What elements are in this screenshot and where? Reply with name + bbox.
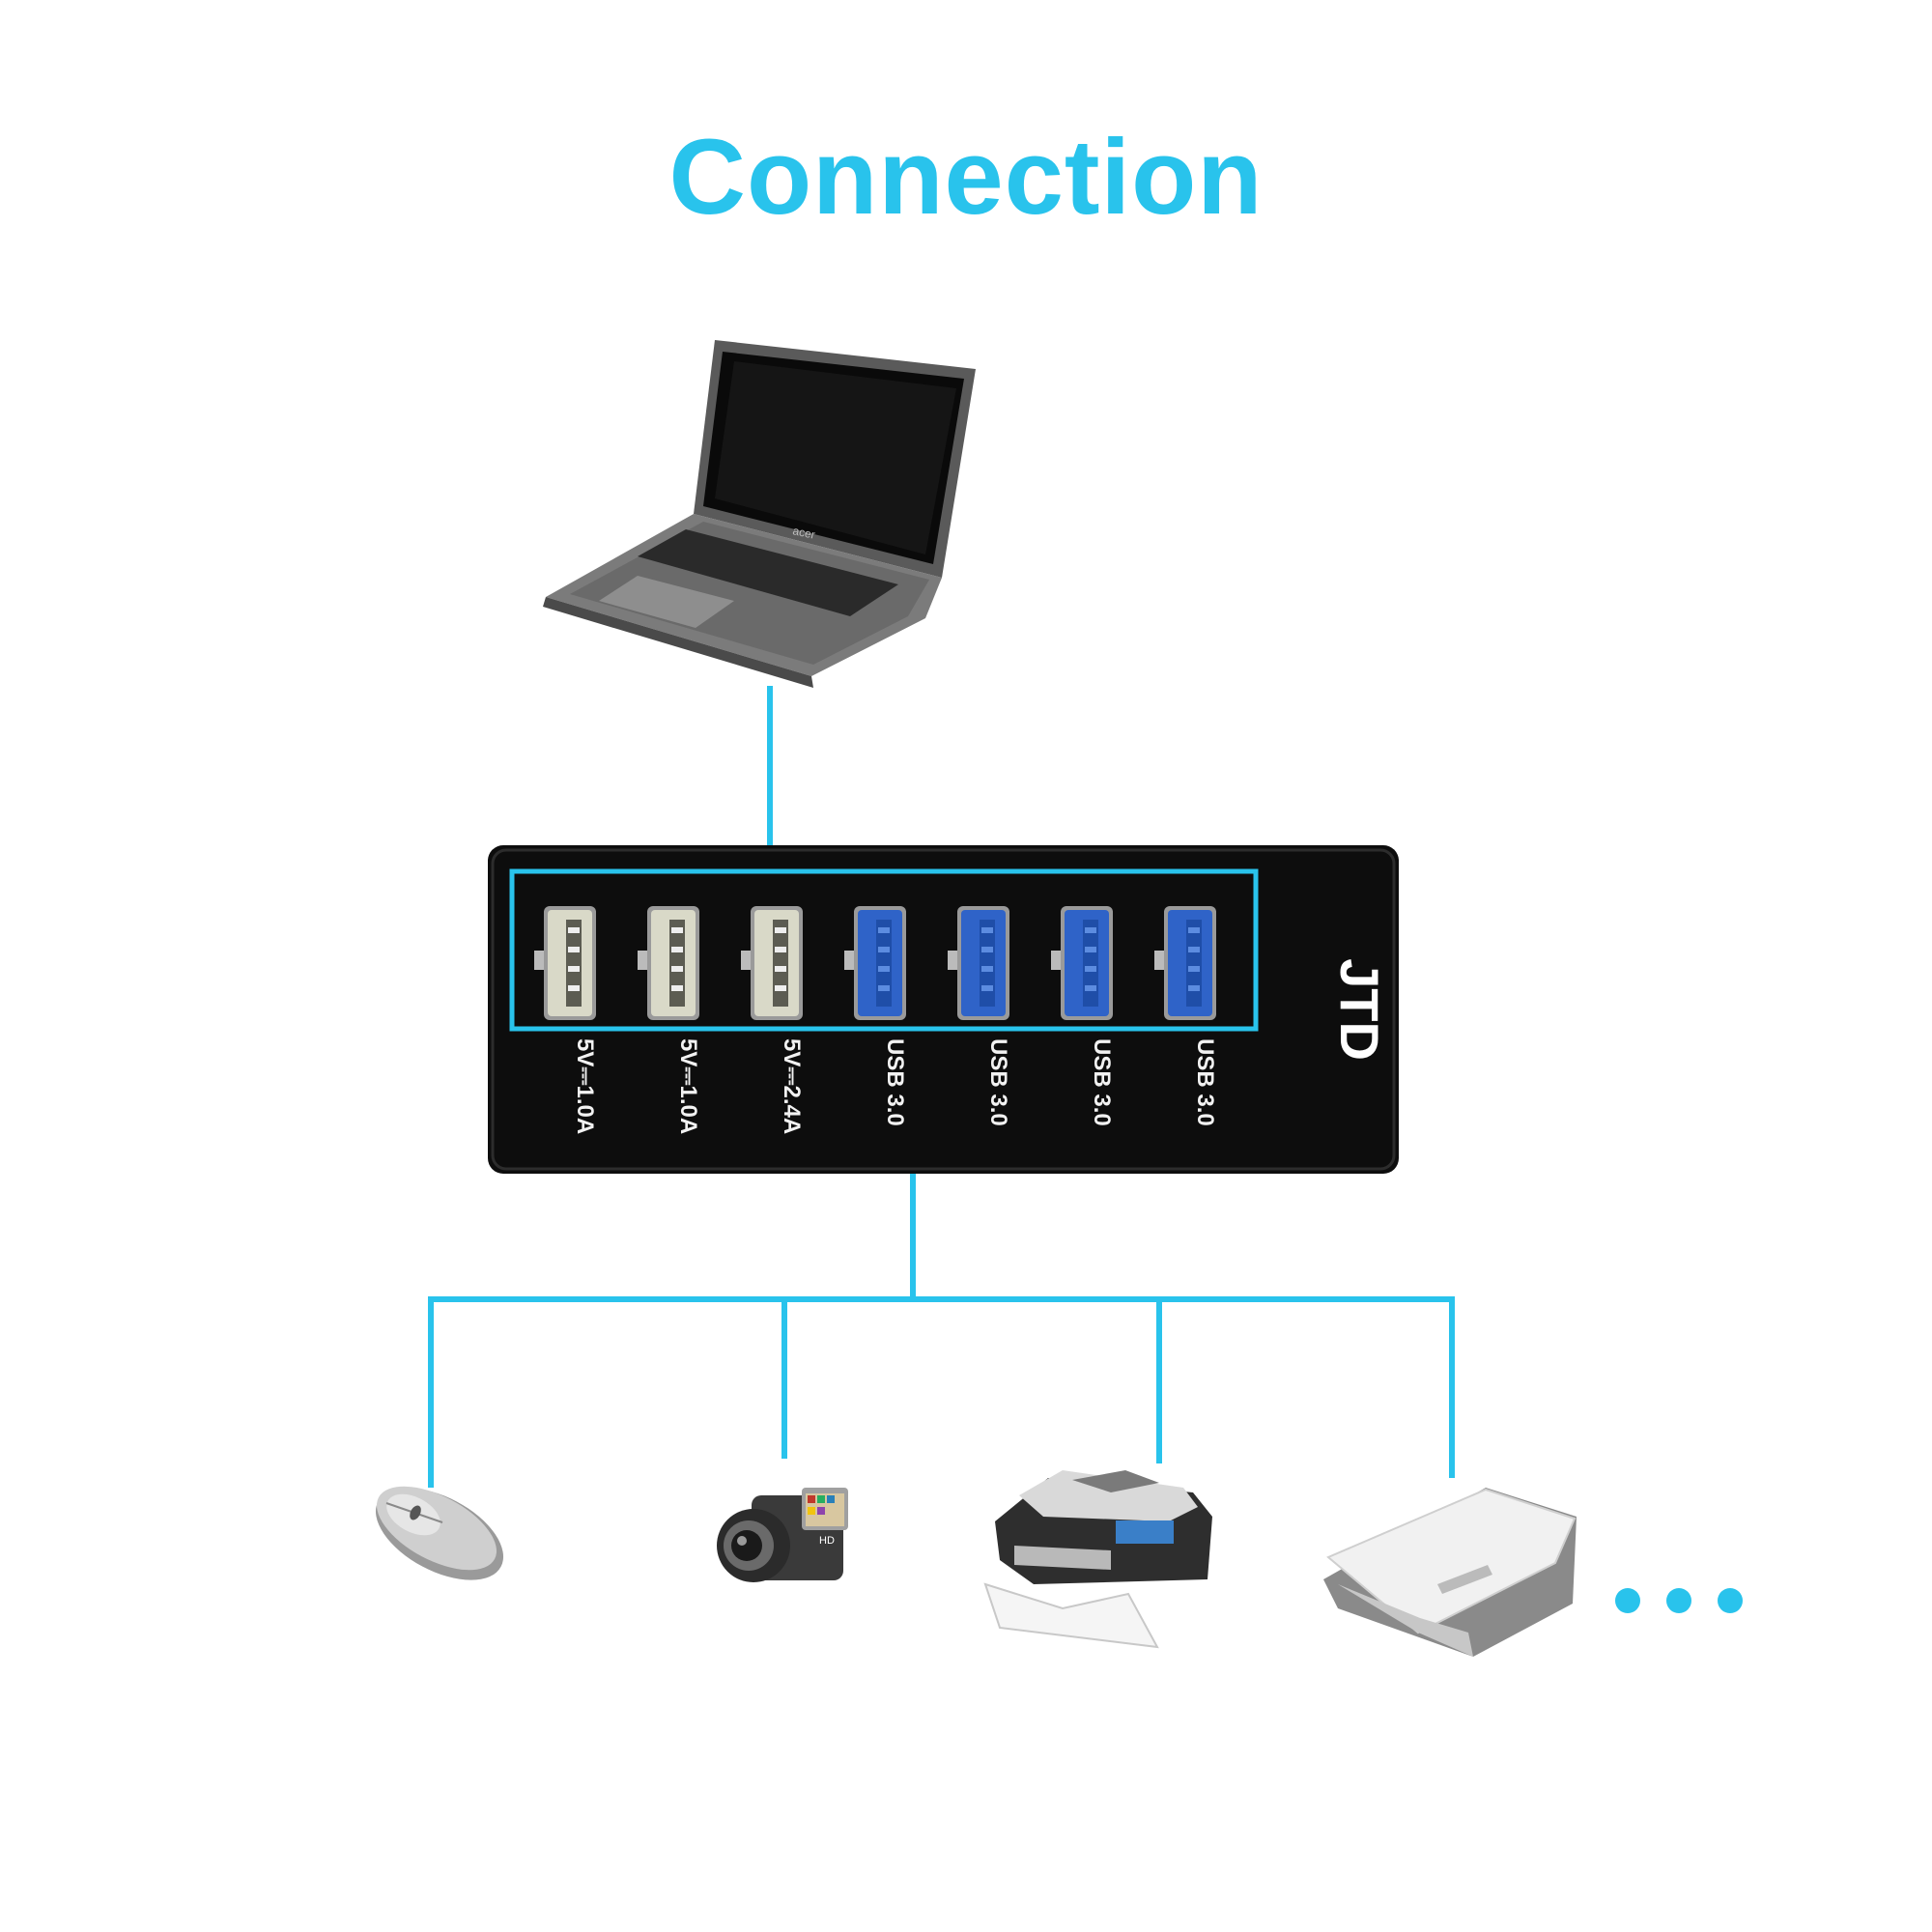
scanner-icon [1323,1488,1577,1657]
mouse-icon [375,1486,504,1580]
camcorder-icon: HD [717,1488,848,1582]
page-title: Connection [668,118,1264,237]
port-label-1: 5V⎓1.0A [572,1038,598,1134]
port-label-3: 5V⎓2.4A [779,1038,805,1134]
ports-highlight-box [509,868,1259,1032]
usb-port-2 [638,906,699,1020]
camcorder-badge: HD [819,1535,835,1547]
usb-port-6 [1051,906,1113,1020]
hub-body [488,845,1399,1174]
port-label-2: 5V⎓1.0A [675,1038,701,1134]
port-label-7: USB 3.0 [1192,1038,1218,1126]
hub-brand-label: JTD [1329,958,1390,1061]
port-label-6: USB 3.0 [1089,1038,1115,1126]
usb-port-3 [741,906,803,1020]
laptop-icon: acer [543,340,976,688]
laptop-brand-label: acer [791,524,816,542]
printer-icon [983,1470,1212,1649]
usb-port-5 [948,906,1009,1020]
hub-ports: 5V⎓1.0A 5V⎓1.0A 5V⎓2.4A USB 3.0 USB 3.0 USB 3… [534,906,1218,1134]
usb-port-7 [1154,906,1216,1020]
ellipsis-icon [1615,1588,1743,1613]
usb-port-1 [534,906,596,1020]
usb-port-4 [844,906,906,1020]
hub-brand-logo: JTD [1329,958,1390,1061]
port-label-4: USB 3.0 [882,1038,908,1126]
port-label-5: USB 3.0 [985,1038,1011,1126]
usb-hub: 5V⎓1.0A 5V⎓1.0A 5V⎓2.4A USB 3.0 USB 3.0 USB 3… [488,845,1399,1174]
